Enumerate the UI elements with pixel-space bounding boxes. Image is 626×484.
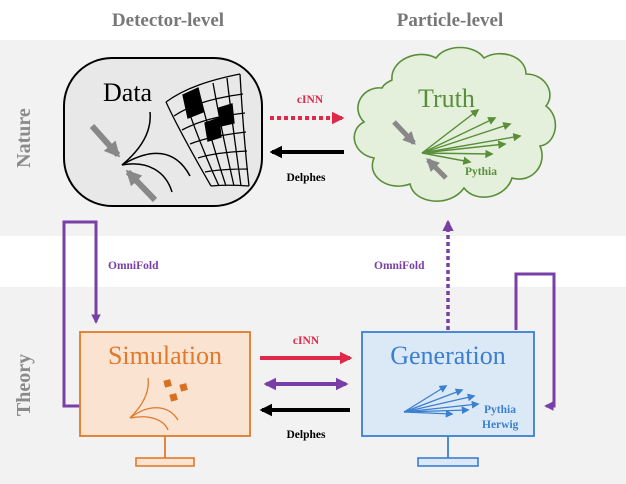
- generation-self-loop: [514, 272, 556, 411]
- data-box-frame: [63, 57, 263, 207]
- generation-label: Generation: [390, 341, 506, 370]
- generation-screen: [361, 331, 535, 437]
- incoming-beam-arrow-1: [89, 123, 121, 158]
- delphes-top-label: Delphes: [287, 172, 327, 184]
- omnifold-right-label: OmniFold: [374, 260, 425, 272]
- cinn-top-label: cINN: [297, 94, 324, 106]
- truth-particle-shower-icon: [421, 108, 522, 165]
- simulation-tracks-icon: [129, 377, 179, 431]
- truth-cloud: Truth Pythia: [353, 46, 557, 202]
- simulation-monitor: Simulation: [79, 331, 251, 467]
- truth-generator-label: Pythia: [465, 166, 497, 178]
- detector-grid-icon: [165, 73, 250, 187]
- generation-monitor-base: [417, 457, 479, 467]
- omnifold-left-loop: [62, 220, 101, 408]
- generation-generator-2: Herwig: [482, 419, 519, 431]
- cinn-bottom-label: cINN: [293, 335, 320, 347]
- track-curves-icon: [121, 111, 191, 193]
- incoming-beam-arrow-2: [125, 169, 158, 203]
- truth-label: Truth: [418, 84, 475, 113]
- generation-particle-shower-icon: [403, 385, 480, 418]
- nature-row-label: Nature: [13, 108, 35, 168]
- data-box-label: Data: [103, 78, 153, 107]
- truth-beam-arrow-1: [392, 120, 416, 145]
- delphes-bottom-label: Delphes: [287, 429, 327, 441]
- detector-level-header: Detector-level: [112, 10, 224, 31]
- data-box: Data: [63, 57, 263, 207]
- truth-beam-arrow-2: [426, 158, 448, 180]
- simulation-label: Simulation: [108, 341, 222, 370]
- generation-monitor: Generation Pythia Herwig: [361, 331, 535, 467]
- particle-level-header: Particle-level: [397, 10, 504, 31]
- generation-generator-1: Pythia: [484, 404, 516, 416]
- simulation-monitor-base: [135, 457, 195, 467]
- theory-row-label: Theory: [13, 354, 35, 416]
- simulation-hits-icon: [163, 379, 188, 402]
- omnifold-left-label: OmniFold: [108, 260, 159, 272]
- truth-cloud-shape: [353, 46, 557, 202]
